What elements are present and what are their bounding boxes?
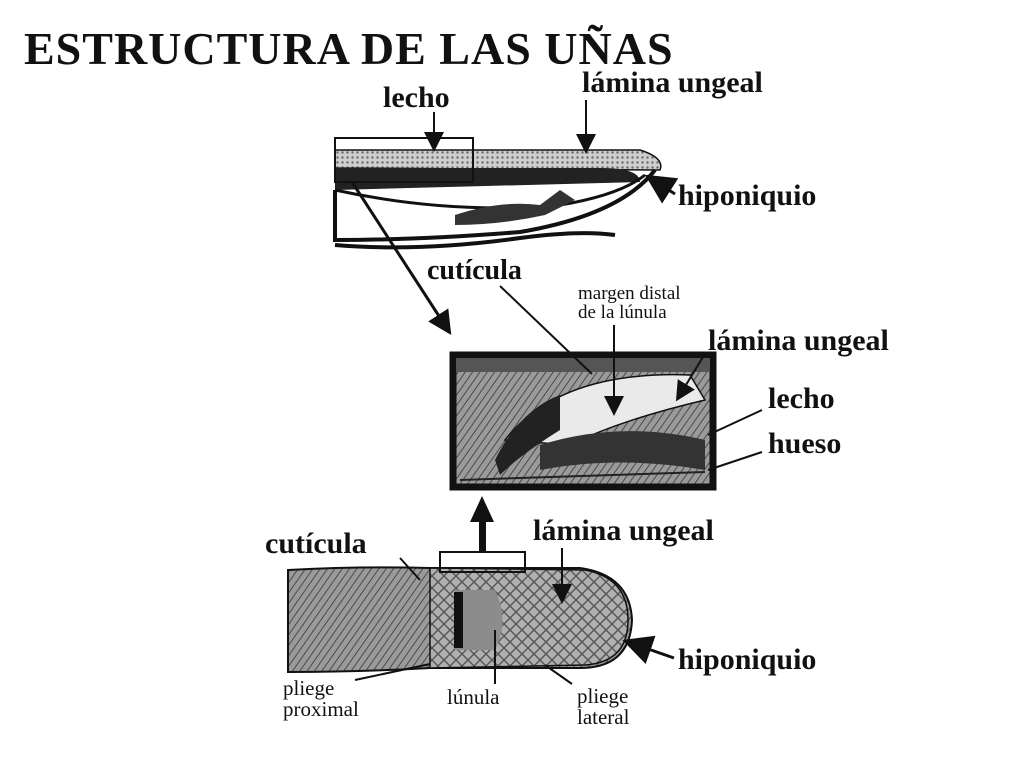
lecho-highlight-box — [334, 137, 474, 183]
bottom-finger-view: cutícula lámina ungeal hiponiquio pliege… — [265, 514, 816, 729]
top-hiponiquio-arrow — [644, 174, 679, 204]
lunula-label: lúnula — [447, 685, 500, 709]
lunula-shape — [455, 590, 503, 650]
margen-label-2: de la lúnula — [578, 302, 667, 323]
pliege-lateral-label-2: lateral — [577, 705, 630, 729]
lower-edge-top — [334, 231, 616, 250]
bottom-cuticula-line — [399, 557, 421, 581]
bottom-cuticula-label: cutícula — [265, 527, 367, 560]
middle-lecho-line — [707, 409, 763, 436]
top-lecho-label: lecho — [383, 81, 450, 114]
top-hiponiquio-label: hiponiquio — [678, 179, 816, 212]
middle-cuticula-line — [499, 285, 593, 375]
bottom-hiponiquio-label: hiponiquio — [678, 643, 816, 676]
middle-hueso-label: hueso — [768, 427, 841, 460]
bottom-lamina-label: lámina ungeal — [533, 514, 714, 547]
middle-magnified-view: cutícula margen distal de la lúnula lámi… — [427, 255, 889, 491]
bone-line — [459, 471, 706, 481]
middle-lamina-arrow — [675, 351, 707, 402]
bed-region — [540, 431, 705, 470]
middle-lecho-label: lecho — [768, 382, 835, 415]
bone-top — [455, 190, 575, 225]
top-lamina-label: lámina ungeal — [582, 66, 763, 99]
middle-cuticula-label: cutícula — [427, 255, 522, 286]
bottom-highlight-box — [439, 551, 526, 573]
bottom-hiponiquio-arrow — [622, 635, 675, 665]
finger-outline-top — [333, 168, 657, 243]
middle-lamina-label: lámina ungeal — [708, 324, 889, 357]
pliege-proximal-line — [354, 663, 431, 681]
middle-hueso-line — [707, 451, 763, 471]
top-cross-section: lecho lámina ungeal hiponiquio — [333, 66, 816, 336]
zoom-arrow-top-to-middle — [350, 181, 452, 336]
nail-bed-top — [335, 168, 640, 190]
cuticle-line-bottom — [454, 592, 463, 648]
page-title: ESTRUCTURA DE LAS UÑAS — [24, 23, 674, 74]
nail-plate-top — [334, 149, 662, 171]
zoom-arrow-bottom-to-middle — [470, 496, 494, 552]
pliege-proximal-label-1: pliege — [283, 676, 334, 700]
pliege-lateral-line — [544, 664, 573, 685]
matrix-region — [495, 395, 560, 475]
margen-label-1: margen distal — [578, 283, 681, 304]
pliege-lateral-label-1: pliege — [577, 684, 628, 708]
pliege-proximal-label-2: proximal — [283, 697, 359, 721]
